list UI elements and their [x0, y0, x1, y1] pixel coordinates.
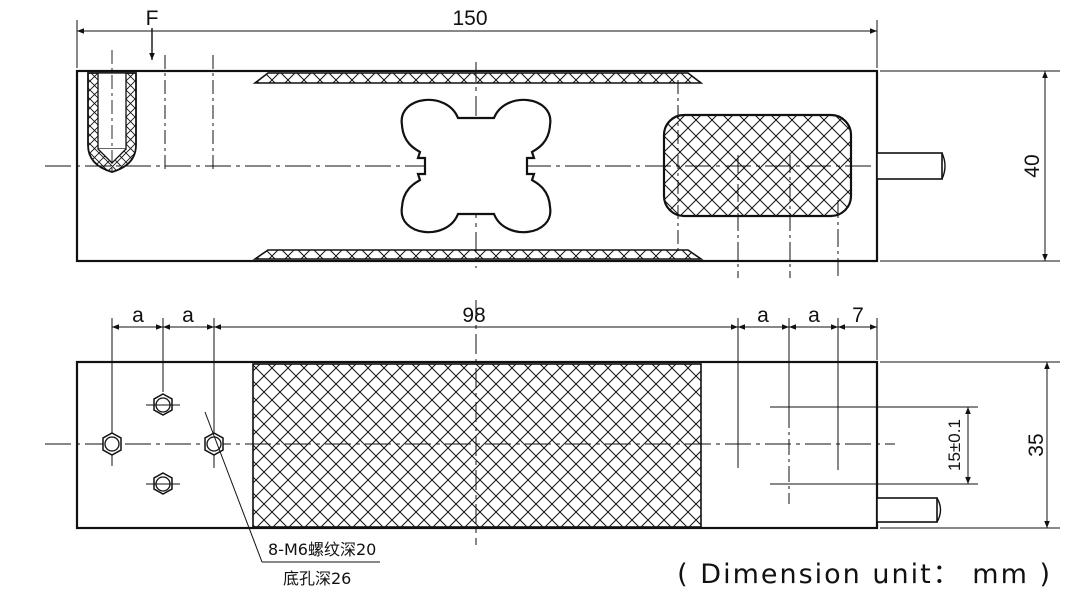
- unit-note: ( Dimension unit： mm ): [677, 559, 1052, 590]
- mounting-hole-upper: [146, 393, 180, 416]
- base-outline: [75, 360, 879, 530]
- mounting-hole-lower: [146, 472, 180, 495]
- spacing-a-3: a: [757, 304, 769, 327]
- hole-spacing-label: 15±0.1: [945, 419, 964, 471]
- dual-bore-cutout: [400, 98, 552, 234]
- spacing-a-2: a: [182, 304, 194, 327]
- note-leader: [204, 411, 263, 563]
- force-label: F: [146, 7, 159, 30]
- top-groove: [252, 72, 704, 84]
- edge-offset-label: 7: [852, 304, 864, 327]
- mounting-hole-right: [204, 432, 224, 456]
- spacing-a-4: a: [808, 304, 820, 327]
- hatched-area: [252, 363, 702, 528]
- spacing-a-1: a: [132, 304, 144, 327]
- overall-length-label: 150: [452, 7, 487, 30]
- bottom-groove: [252, 249, 704, 260]
- mounting-hole-left: [102, 432, 122, 456]
- top-view: 150 F 40: [45, 7, 1060, 278]
- width-label: 35: [1025, 433, 1048, 456]
- center-span-label: 98: [462, 304, 485, 327]
- cable: [876, 152, 943, 180]
- bottom-view: a a 98 a a 7: [45, 300, 1060, 588]
- base-cable: [876, 497, 938, 523]
- thread-note-line2: 底孔深26: [283, 569, 351, 588]
- thread-note-line1: 8-M6螺纹深20: [268, 540, 376, 559]
- height-label: 40: [1021, 154, 1044, 177]
- gauge-pocket: [662, 113, 853, 218]
